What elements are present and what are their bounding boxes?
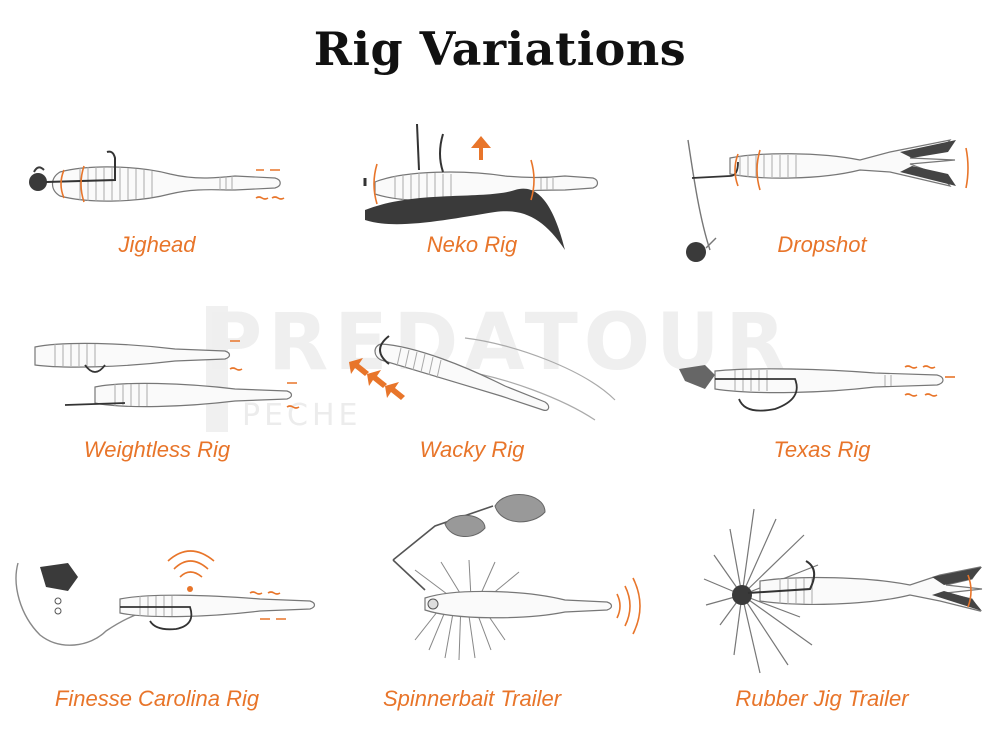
label-wacky-rig: Wacky Rig [419, 437, 525, 462]
jighead-illustration [29, 150, 285, 203]
weightless-rig-illustration [34, 340, 300, 409]
rubber-jig-trailer-illustration [703, 508, 983, 674]
label-dropshot: Dropshot [777, 232, 867, 257]
label-jighead: Jighead [118, 232, 196, 257]
label-rubber-jig-trailer: Rubber Jig Trailer [735, 686, 909, 711]
spinnerbait-trailer-illustration [392, 494, 641, 661]
page-title: Rig Variations [313, 22, 687, 76]
neko-rig-illustration [363, 123, 599, 250]
label-finesse-carolina-rig: Finesse Carolina Rig [54, 686, 260, 711]
finesse-carolina-rig-illustration [15, 550, 316, 646]
watermark-sub: PECHE [242, 398, 362, 433]
wacky-rig-illustration [349, 335, 616, 421]
label-spinnerbait-trailer: Spinnerbait Trailer [382, 686, 562, 711]
texas-rig-illustration [679, 365, 955, 412]
label-weightless-rig: Weightless Rig [83, 437, 231, 462]
label-texas-rig: Texas Rig [773, 437, 871, 462]
label-neko-rig: Neko Rig [426, 232, 518, 257]
dropshot-illustration [686, 139, 969, 262]
